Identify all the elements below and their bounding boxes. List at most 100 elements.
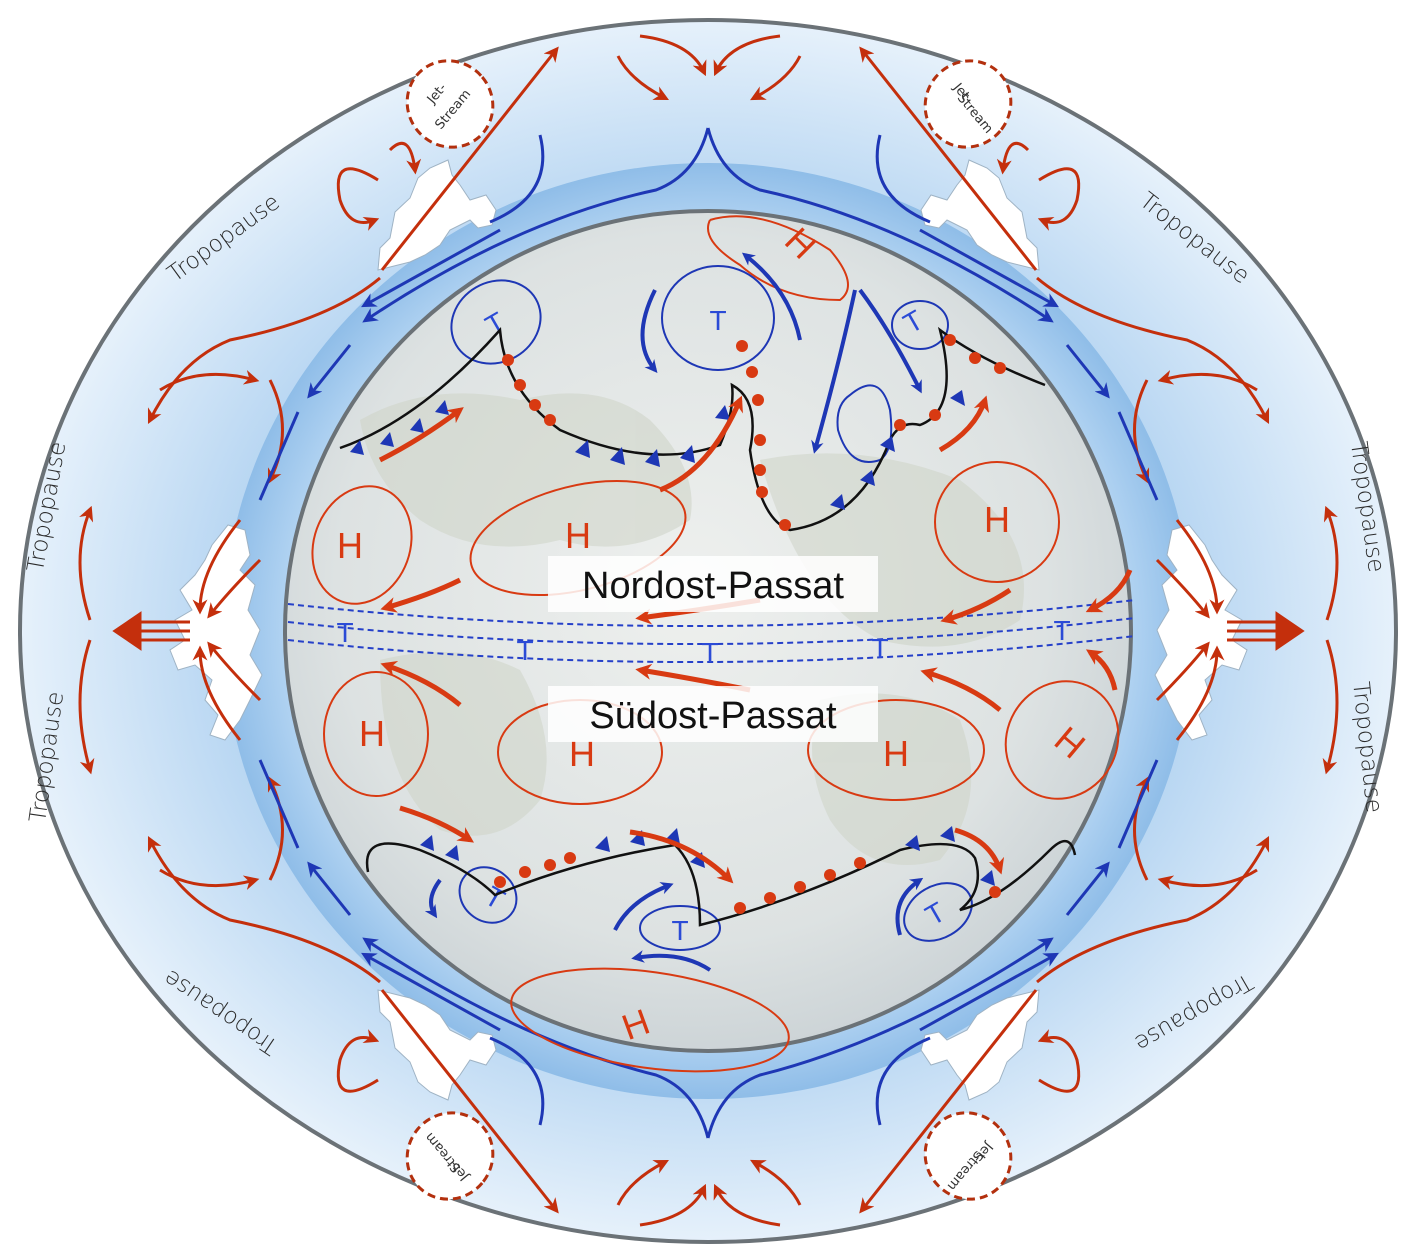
itcz-low-label: T — [336, 617, 353, 648]
low-label: T — [709, 305, 726, 336]
red-flow-arrow — [78, 505, 94, 621]
jet-stream-top-left — [405, 59, 495, 149]
itcz-low-label: T — [871, 633, 888, 664]
red-flow-arrow — [1323, 505, 1339, 621]
blue-flow-arrow — [1065, 861, 1110, 916]
red-wind-arrow — [399, 805, 474, 843]
red-flow-arrow — [616, 55, 670, 101]
red-flow-arrow — [1157, 370, 1258, 392]
blue-wind-arrow — [424, 878, 442, 919]
red-wind-arrow — [940, 587, 1012, 625]
blue-flow-arrow — [307, 861, 352, 916]
blue-wind-arrow — [613, 882, 674, 931]
itcz-low-label: T — [701, 637, 718, 668]
blue-wind-arrow — [631, 950, 712, 972]
red-wind-arrow — [629, 829, 734, 884]
red-flow-arrow — [159, 868, 260, 890]
red-flow-arrow — [78, 639, 95, 775]
red-flow-arrow — [159, 370, 260, 392]
blue-flow-arrow — [875, 1036, 931, 1126]
red-flow-arrow — [713, 1183, 781, 1227]
high-label: H — [565, 515, 591, 556]
blue-flow-arrow — [706, 937, 1054, 1139]
blue-flow-arrow — [1117, 411, 1159, 501]
cold-front-icon — [350, 390, 995, 886]
red-flow-arrow — [1157, 868, 1258, 890]
blue-flow-arrow — [489, 1036, 545, 1126]
red-flow-arrow — [192, 645, 242, 741]
red-flow-arrow — [859, 46, 1038, 271]
northeast-trade-label: Nordost-Passat — [582, 565, 844, 607]
blue-flow-arrow — [489, 134, 545, 224]
red-flow-arrow — [1322, 639, 1339, 775]
jet-stream-bottom-left — [405, 1111, 495, 1201]
red-flow-arrow — [380, 46, 559, 271]
red-flow-arrow — [1175, 645, 1225, 741]
jet-stream-bottom-right — [923, 1111, 1013, 1201]
red-flow-arrow — [1175, 519, 1225, 615]
itcz-low-label: T — [516, 635, 533, 666]
red-flow-arrow — [336, 1029, 380, 1093]
red-wind-arrow — [380, 660, 462, 707]
red-flow-arrow — [388, 141, 422, 175]
red-wind-arrow — [954, 827, 1005, 875]
jet-stream-top-right — [923, 59, 1013, 149]
red-flow-arrow — [380, 989, 559, 1214]
red-flow-arrow — [336, 167, 380, 231]
blue-wind-arrow — [895, 877, 924, 936]
red-flow-arrow — [859, 989, 1038, 1214]
red-wind-arrow — [659, 395, 743, 493]
warm-front-icon — [494, 334, 1006, 914]
blue-wind-arrow — [811, 289, 857, 454]
itcz-band — [287, 599, 1136, 664]
earth-globe — [283, 209, 1133, 1053]
red-flow-arrow — [1037, 1029, 1081, 1093]
blue-flow-arrow — [1117, 759, 1159, 849]
trade-wind-labels: Nordost-Passat Südost-Passat — [548, 556, 878, 742]
blue-flow-arrow — [1065, 344, 1110, 399]
high-label: H — [359, 713, 385, 754]
upper-red-circulation — [78, 34, 1339, 1227]
blue-flow-arrow — [361, 228, 501, 308]
blue-wind-arrow — [741, 252, 802, 341]
red-flow-arrow — [639, 34, 707, 77]
blue-flow-arrow — [362, 127, 710, 323]
blue-flow-arrow — [258, 759, 300, 849]
red-flow-arrow — [1037, 167, 1081, 231]
blue-flow-arrow — [875, 134, 931, 224]
equatorial-outflow — [112, 611, 1305, 651]
southeast-trade-label-bg — [548, 686, 878, 742]
red-wind-arrow — [920, 667, 1002, 712]
high-label: H — [883, 733, 909, 774]
red-wind-arrow — [938, 395, 990, 453]
blue-flow-arrow — [258, 411, 300, 501]
red-wind-arrow — [378, 407, 464, 463]
red-flow-arrow — [639, 1183, 707, 1227]
red-flow-arrow — [750, 1159, 802, 1206]
jet-stream-markers: Jet- Stream Jet- Stream Jet- Stream Jet-… — [405, 59, 1013, 1201]
red-flow-arrow — [207, 558, 262, 619]
blue-flow-arrow — [706, 127, 1054, 323]
blue-wind-arrow — [858, 288, 922, 394]
red-flow-arrow — [1155, 641, 1210, 702]
red-wind-arrow — [1085, 569, 1133, 613]
red-flow-arrow — [1155, 558, 1210, 619]
red-flow-arrow — [616, 1159, 670, 1206]
red-wind-arrow — [1085, 649, 1118, 691]
northeast-trade-label-bg — [548, 556, 878, 612]
blue-flow-arrow — [919, 952, 1059, 1032]
red-flow-arrow — [192, 519, 242, 615]
red-flow-arrow — [750, 55, 802, 101]
low-label: T — [671, 915, 688, 946]
red-wind-arrow — [380, 577, 462, 613]
low-pressure-icon — [450, 265, 973, 951]
blue-flow-arrow — [361, 952, 501, 1032]
itcz-low-label: T — [1053, 615, 1070, 646]
blue-wind-arrow — [640, 289, 658, 373]
red-flow-arrow — [713, 34, 781, 77]
convective-cloud-icon — [169, 159, 1248, 1101]
high-label: H — [337, 525, 363, 566]
high-label: H — [984, 499, 1010, 540]
